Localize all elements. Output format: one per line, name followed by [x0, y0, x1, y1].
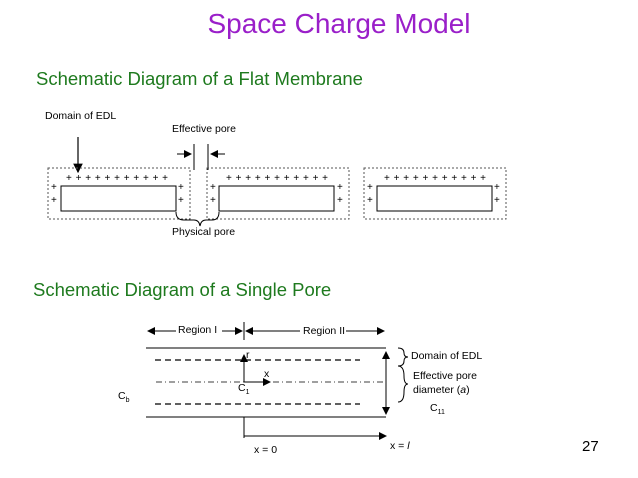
x-small-label: x [264, 368, 270, 380]
side-charge: + [367, 182, 374, 193]
edl-domain-box-2 [206, 167, 350, 220]
membrane-block-3 [376, 185, 493, 212]
effective-pore-brace [397, 365, 409, 403]
edl-domain-box-1 [47, 167, 191, 220]
c11-label: C11 [430, 402, 445, 417]
r-axis-label: r [246, 349, 250, 361]
domain-edl-label: Domain of EDL [45, 110, 117, 122]
membrane-block-2 [218, 185, 335, 212]
side-charge: + [494, 195, 501, 206]
effective-pore-label: Effective pore [172, 123, 237, 135]
side-charge: + [337, 182, 344, 193]
effective-pore-diameter-line1: Effective pore [413, 370, 478, 382]
side-charge: + [367, 195, 374, 206]
physical-pore-label: Physical pore [172, 226, 236, 238]
side-charge: + [51, 195, 58, 206]
side-charge: + [178, 195, 185, 206]
side-charge: + [210, 195, 217, 206]
side-charge: + [51, 182, 58, 193]
flat-membrane-heading: Schematic Diagram of a Flat Membrane [36, 68, 363, 89]
domain-edl-brace [397, 347, 409, 367]
x-zero-label: x = 0 [254, 444, 278, 456]
top-charges-3: + + + + + + + + + + + [384, 173, 487, 184]
side-charge: + [210, 182, 217, 193]
page-number: 27 [582, 438, 599, 455]
top-charges-2: + + + + + + + + + + + [226, 173, 329, 184]
physical-pore-brace [175, 211, 220, 227]
single-pore-heading: Schematic Diagram of a Single Pore [33, 279, 332, 300]
c1-label: C1 [238, 382, 250, 397]
side-charge: + [337, 195, 344, 206]
edl-domain-box-3 [363, 167, 507, 220]
region1-label: Region I [178, 324, 218, 336]
region2-label: Region II [303, 325, 346, 337]
slide-title: Space Charge Model [207, 8, 471, 39]
top-charges-1: + + + + + + + + + + + [66, 173, 169, 184]
cb-label: Cb [118, 390, 130, 405]
domain-edl-label-2: Domain of EDL [411, 350, 483, 362]
side-charge: + [494, 182, 501, 193]
side-charge: + [178, 182, 185, 193]
x-l-label: x = l [390, 440, 410, 452]
membrane-block-1 [60, 185, 177, 212]
effective-pore-diameter-line2: diameter (a) [413, 384, 470, 396]
